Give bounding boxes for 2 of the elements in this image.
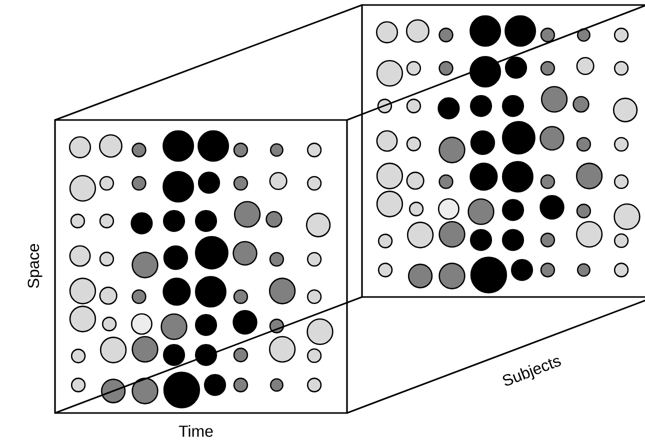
axis-label: Time	[178, 425, 213, 437]
axis-label: Space	[28, 244, 42, 288]
